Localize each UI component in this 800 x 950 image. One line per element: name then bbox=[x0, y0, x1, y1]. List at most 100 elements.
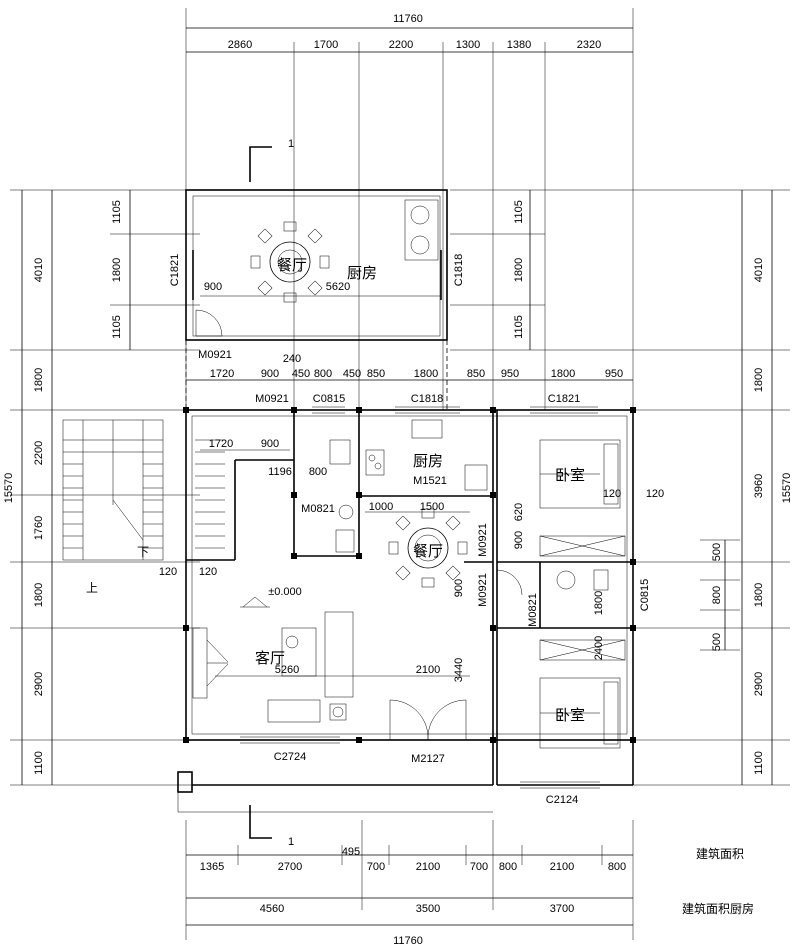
svg-text:1800: 1800 bbox=[551, 368, 575, 380]
svg-text:2900: 2900 bbox=[753, 672, 765, 696]
svg-text:1800: 1800 bbox=[753, 583, 765, 607]
svg-text:1800: 1800 bbox=[414, 368, 438, 380]
top-dim-5: 1380 bbox=[507, 39, 531, 51]
svg-text:1500: 1500 bbox=[420, 501, 444, 513]
stairs-left: 下 上 bbox=[62, 419, 225, 595]
svg-text:15570: 15570 bbox=[3, 473, 15, 504]
column bbox=[630, 737, 636, 743]
svg-text:C1821: C1821 bbox=[169, 254, 181, 286]
svg-text:4010: 4010 bbox=[753, 258, 765, 282]
svg-text:1720: 1720 bbox=[209, 438, 233, 450]
svg-text:120: 120 bbox=[199, 566, 217, 578]
upper-dining-label: 餐厅 bbox=[277, 256, 307, 274]
svg-text:900: 900 bbox=[453, 579, 465, 597]
svg-text:1760: 1760 bbox=[33, 516, 45, 540]
front-double-door: M2127 bbox=[389, 699, 467, 765]
svg-text:700: 700 bbox=[470, 861, 488, 873]
main-house-walls bbox=[183, 407, 636, 786]
svg-text:950: 950 bbox=[501, 368, 519, 380]
svg-text:120: 120 bbox=[603, 488, 621, 500]
svg-text:450: 450 bbox=[343, 368, 361, 380]
svg-text:120: 120 bbox=[646, 488, 664, 500]
svg-text:1105: 1105 bbox=[111, 315, 123, 339]
svg-text:1800: 1800 bbox=[513, 258, 525, 282]
svg-text:900: 900 bbox=[513, 531, 525, 549]
column bbox=[183, 407, 189, 413]
svg-text:850: 850 bbox=[367, 368, 385, 380]
top-dim-3: 2200 bbox=[389, 39, 413, 51]
svg-text:620: 620 bbox=[513, 503, 525, 521]
column bbox=[630, 559, 636, 565]
svg-text:M0921: M0921 bbox=[477, 573, 489, 607]
bedroom-label-2: 卧室 bbox=[555, 706, 585, 724]
svg-text:11760: 11760 bbox=[393, 935, 423, 947]
svg-text:800: 800 bbox=[314, 368, 332, 380]
svg-text:M0921: M0921 bbox=[198, 349, 232, 361]
svg-text:800: 800 bbox=[711, 586, 723, 604]
svg-text:3960: 3960 bbox=[753, 474, 765, 498]
living-room-label: 客厅 bbox=[255, 649, 285, 667]
svg-text:M0921: M0921 bbox=[255, 393, 289, 405]
svg-text:800: 800 bbox=[608, 861, 626, 873]
top-windows: C0815 C1818 C1821 M0921 bbox=[255, 393, 598, 414]
column bbox=[490, 492, 496, 498]
svg-text:3500: 3500 bbox=[416, 903, 440, 915]
top-dim-1: 2860 bbox=[228, 39, 252, 51]
svg-text:4010: 4010 bbox=[33, 258, 45, 282]
svg-text:1720: 1720 bbox=[210, 368, 234, 380]
svg-text:1365: 1365 bbox=[200, 861, 224, 873]
svg-text:1105: 1105 bbox=[513, 200, 525, 224]
left-dimension-chain: 15570 4010 1800 2200 1760 1800 2900 1100… bbox=[3, 189, 200, 786]
svg-text:2100: 2100 bbox=[416, 861, 440, 873]
column bbox=[630, 625, 636, 631]
svg-text:500: 500 bbox=[711, 543, 723, 561]
svg-text:C2724: C2724 bbox=[274, 751, 306, 763]
svg-text:2100: 2100 bbox=[550, 861, 574, 873]
section-marker-bottom: 1 bbox=[249, 805, 294, 848]
svg-text:M1521: M1521 bbox=[413, 475, 447, 487]
svg-text:M0921: M0921 bbox=[477, 523, 489, 557]
column bbox=[630, 407, 636, 413]
svg-text:4560: 4560 bbox=[260, 903, 284, 915]
svg-text:M2127: M2127 bbox=[411, 753, 445, 765]
svg-text:1: 1 bbox=[288, 138, 294, 150]
svg-text:3700: 3700 bbox=[550, 903, 574, 915]
svg-text:下: 下 bbox=[137, 545, 149, 559]
svg-text:C0815: C0815 bbox=[313, 393, 345, 405]
bedroom-upper: 卧室 120 120 620 900 M0921 bbox=[477, 439, 664, 557]
svg-text:C0815: C0815 bbox=[639, 579, 651, 611]
bottom-dimension-chain: 1365 2700 495 700 2100 700 800 2100 800 … bbox=[185, 820, 634, 947]
svg-text:C2124: C2124 bbox=[546, 794, 578, 806]
svg-text:1105: 1105 bbox=[513, 315, 525, 339]
svg-text:495: 495 bbox=[342, 846, 360, 858]
svg-text:C1818: C1818 bbox=[453, 254, 465, 286]
column bbox=[356, 737, 362, 743]
column bbox=[291, 553, 297, 559]
svg-text:1105: 1105 bbox=[111, 200, 123, 224]
svg-text:450: 450 bbox=[292, 368, 310, 380]
svg-text:15570: 15570 bbox=[781, 473, 793, 504]
svg-text:5620: 5620 bbox=[326, 281, 350, 293]
upper-kitchen-block: 餐厅 厨房 5620 900 C1821 C1818 M0921 240 bbox=[169, 189, 465, 410]
svg-text:240: 240 bbox=[283, 353, 301, 365]
svg-text:900: 900 bbox=[204, 281, 222, 293]
bedroom-label-1: 卧室 bbox=[555, 466, 585, 484]
svg-text:1800: 1800 bbox=[111, 258, 123, 282]
kitchen-label: 厨房 bbox=[413, 452, 443, 470]
svg-text:M0821: M0821 bbox=[527, 593, 539, 627]
bathroom: M0921 900 M0821 C0815 1800 2400 bbox=[453, 569, 651, 660]
svg-text:500: 500 bbox=[711, 633, 723, 651]
svg-text:1100: 1100 bbox=[33, 751, 45, 775]
area-note: 建筑面积 bbox=[696, 846, 744, 861]
svg-text:1: 1 bbox=[288, 836, 294, 848]
svg-text:C1818: C1818 bbox=[411, 393, 443, 405]
column bbox=[183, 625, 189, 631]
column bbox=[490, 737, 496, 743]
svg-text:M0821: M0821 bbox=[301, 503, 335, 515]
svg-text:1100: 1100 bbox=[753, 751, 765, 775]
top-dim-4: 1300 bbox=[456, 39, 480, 51]
right-dimension-chain: 15570 4010 1800 3960 1800 2900 1100 1105… bbox=[450, 189, 793, 786]
svg-text:2400: 2400 bbox=[593, 636, 605, 660]
top-dim-6: 2320 bbox=[577, 39, 601, 51]
